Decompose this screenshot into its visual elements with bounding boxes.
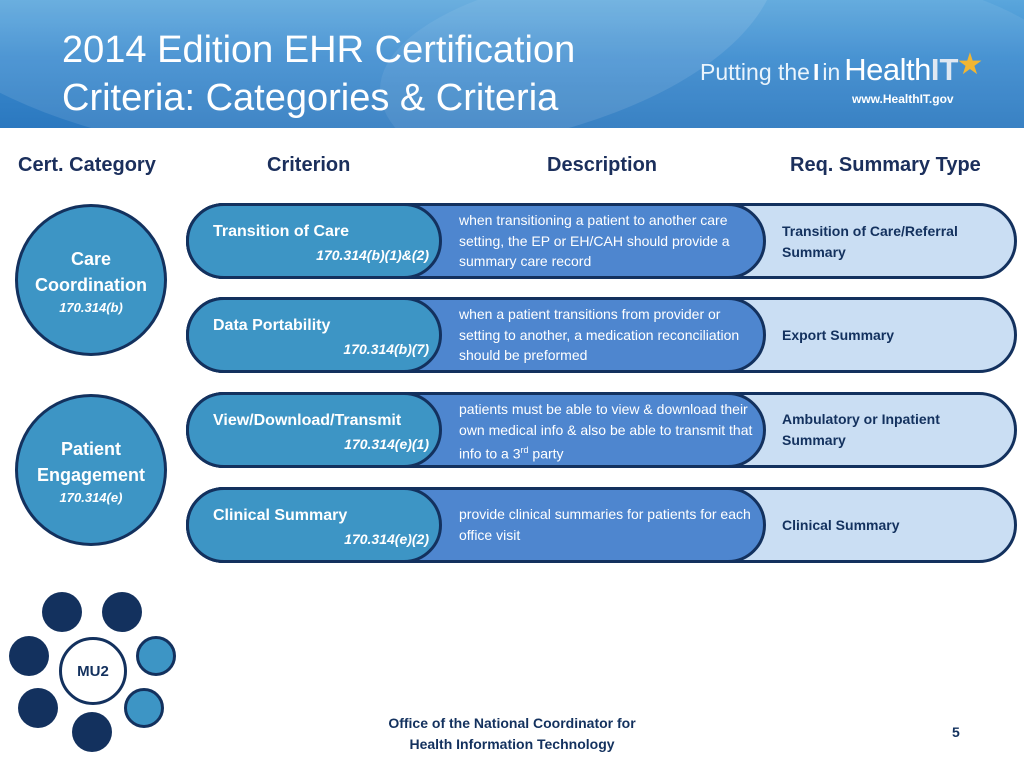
- cluster-dot: [9, 636, 49, 676]
- description-text: patients must be able to view & download…: [459, 401, 753, 462]
- criterion-pill: Data Portability 170.314(b)(7): [186, 297, 442, 373]
- logo-text-in: in: [822, 59, 841, 85]
- description-text-end: party: [528, 445, 564, 462]
- criterion-pill: View/Download/Transmit 170.314(e)(1): [186, 392, 442, 468]
- criterion-pill: Clinical Summary 170.314(e)(2): [186, 487, 442, 563]
- category-code: 170.314(b): [59, 299, 123, 315]
- criterion-code: 170.314(b)(1)&(2): [316, 247, 429, 263]
- cluster-dot: [72, 712, 112, 752]
- criterion-row-clinical-summary: Clinical Summary 170.314(e)(2) provide c…: [186, 487, 1017, 563]
- category-care-coordination: Care Coordination 170.314(b): [15, 204, 167, 356]
- criterion-code: 170.314(b)(7): [343, 341, 429, 357]
- column-header-criterion: Criterion: [267, 154, 351, 176]
- criterion-name: Transition of Care: [213, 223, 350, 240]
- criterion-name: View/Download/Transmit: [213, 412, 402, 429]
- header-banner: 2014 Edition EHR Certification Criteria:…: [0, 0, 1024, 128]
- summary-type: Transition of Care/Referral Summary: [782, 223, 958, 260]
- mu2-badge: MU2: [59, 637, 127, 705]
- footer-line-2: Health Information Technology: [409, 736, 615, 752]
- criterion-name: Data Portability: [213, 317, 331, 334]
- criterion-pill: Transition of Care 170.314(b)(1)&(2): [186, 203, 442, 279]
- summary-type: Export Summary: [782, 327, 895, 343]
- criterion-description: patients must be able to view & download…: [459, 399, 754, 464]
- logo-text-i: I: [812, 59, 820, 85]
- footer-line-1: Office of the National Coordinator for: [388, 715, 636, 731]
- criterion-description: when a patient transitions from provider…: [459, 306, 740, 363]
- cluster-dot: [42, 592, 82, 632]
- title-line-2: Criteria: Categories & Criteria: [62, 77, 559, 119]
- criterion-code: 170.314(e)(1): [344, 436, 429, 452]
- healthit-logo[interactable]: Putting the I in Health IT ★ www.HealthI…: [700, 48, 983, 106]
- category-name: Care Coordination: [35, 248, 147, 295]
- summary-type: Ambulatory or Inpatient Summary: [782, 411, 940, 448]
- criterion-name: Clinical Summary: [213, 507, 348, 524]
- column-header-summary-type: Req. Summary Type: [790, 154, 981, 176]
- footer: Office of the National Coordinator for H…: [356, 713, 668, 755]
- title-line-1: 2014 Edition EHR Certification: [62, 29, 576, 71]
- category-patient-engagement: Patient Engagement 170.314(e): [15, 394, 167, 546]
- category-name: Patient Engagement: [36, 438, 146, 485]
- description-superscript: rd: [520, 445, 529, 455]
- criterion-row-data-portability: Data Portability 170.314(b)(7) when a pa…: [186, 297, 1017, 373]
- page-number: 5: [952, 724, 960, 740]
- criterion-row-view-download-transmit: View/Download/Transmit 170.314(e)(1) pat…: [186, 392, 1017, 468]
- cluster-dot: [102, 592, 142, 632]
- logo-text-putting: Putting the: [700, 59, 810, 85]
- cluster-dot: [136, 636, 176, 676]
- star-icon: ★: [956, 48, 984, 81]
- summary-type: Clinical Summary: [782, 517, 900, 533]
- logo-url[interactable]: www.HealthIT.gov: [852, 92, 954, 106]
- cluster-dot: [18, 688, 58, 728]
- criterion-description: provide clinical summaries for patients …: [459, 506, 751, 543]
- criterion-description: when transitioning a patient to another …: [459, 212, 730, 269]
- criterion-code: 170.314(e)(2): [344, 531, 429, 547]
- logo-text-health: Health: [844, 52, 931, 87]
- criterion-row-transition-of-care: Transition of Care 170.314(b)(1)&(2) whe…: [186, 203, 1017, 279]
- column-header-category: Cert. Category: [18, 154, 156, 176]
- column-header-description: Description: [547, 154, 658, 176]
- cluster-dot: [124, 688, 164, 728]
- slide-title: 2014 Edition EHR Certification Criteria:…: [62, 26, 662, 122]
- logo-text-it: IT: [930, 52, 959, 87]
- category-code: 170.314(e): [59, 489, 123, 505]
